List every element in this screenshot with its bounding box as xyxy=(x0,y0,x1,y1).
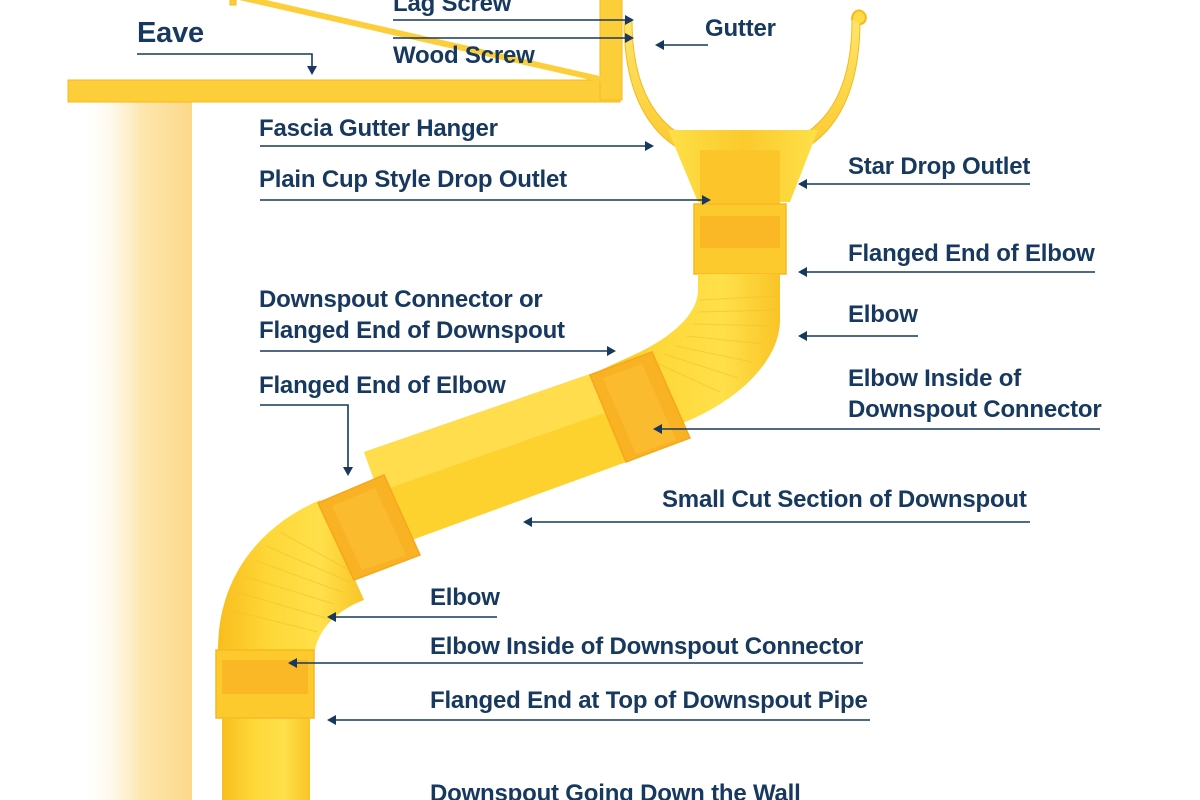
leader-lines xyxy=(137,15,1100,725)
leader-flanged-elbow-right xyxy=(798,267,1095,277)
label-elbow-inside-connector-line2: Downspout Connector xyxy=(848,396,1102,423)
wall-background xyxy=(80,102,192,800)
label-fascia-gutter-hanger: Fascia Gutter Hanger xyxy=(259,115,498,142)
gutter-curl xyxy=(851,9,867,25)
label-plain-cup-drop-outlet: Plain Cup Style Drop Outlet xyxy=(259,166,567,193)
leader-downspout-connector xyxy=(260,346,616,356)
leader-plain-cup xyxy=(260,195,711,205)
label-elbow-right: Elbow xyxy=(848,301,918,328)
leader-small-cut-section xyxy=(523,517,1030,527)
label-wood-screw: Wood Screw xyxy=(393,42,535,69)
leader-elbow-right xyxy=(798,331,918,341)
label-gutter: Gutter xyxy=(705,15,776,42)
leader-flanged-elbow-left xyxy=(260,404,353,476)
leader-fascia-hanger xyxy=(260,141,654,151)
leader-lag-screw xyxy=(393,15,634,25)
label-downspout-connector-line2: Flanged End of Downspout xyxy=(259,317,565,344)
lower-diagonal-connector-inner xyxy=(332,488,406,570)
label-small-cut-section: Small Cut Section of Downspout xyxy=(662,486,1027,513)
leader-star-outlet xyxy=(798,179,1030,189)
leader-wood-screw xyxy=(393,33,634,43)
diagonal-downspout-highlight xyxy=(364,363,636,492)
label-flanged-end-top-downspout: Flanged End at Top of Downspout Pipe xyxy=(430,687,868,714)
roof-board xyxy=(229,0,237,6)
fascia-board xyxy=(599,0,623,101)
leader-elbow-inside-lower xyxy=(288,658,863,668)
flanged-end-elbow-top-inner xyxy=(700,216,780,248)
leader-flanged-top-pipe xyxy=(327,715,870,725)
label-elbow-lower: Elbow xyxy=(430,584,500,611)
label-flanged-end-of-elbow-left: Flanged End of Elbow xyxy=(259,372,506,399)
leader-gutter xyxy=(655,40,708,50)
leader-elbow-lower xyxy=(327,612,497,622)
lower-elbow xyxy=(218,500,364,690)
label-downspout-connector-line1: Downspout Connector or xyxy=(259,286,543,313)
leader-eave xyxy=(137,53,317,75)
upper-elbow-ribs xyxy=(649,295,779,393)
label-lag-screw: Lag Screw xyxy=(393,0,512,17)
eave-frame xyxy=(67,0,623,103)
drop-outlet-neck xyxy=(700,150,780,212)
eave-soffit xyxy=(67,79,621,103)
label-downspout-down-wall: Downspout Going Down the Wall xyxy=(430,780,801,800)
label-flanged-end-of-elbow-right: Flanged End of Elbow xyxy=(848,240,1095,267)
lower-elbow-ribs xyxy=(229,531,357,633)
label-elbow-inside-connector-line1: Elbow Inside of xyxy=(848,365,1022,392)
label-eave: Eave xyxy=(137,17,204,49)
label-star-drop-outlet: Star Drop Outlet xyxy=(848,153,1031,180)
label-elbow-inside-connector-lower: Elbow Inside of Downspout Connector xyxy=(430,633,863,660)
leader-elbow-inside-connector xyxy=(653,424,1100,434)
